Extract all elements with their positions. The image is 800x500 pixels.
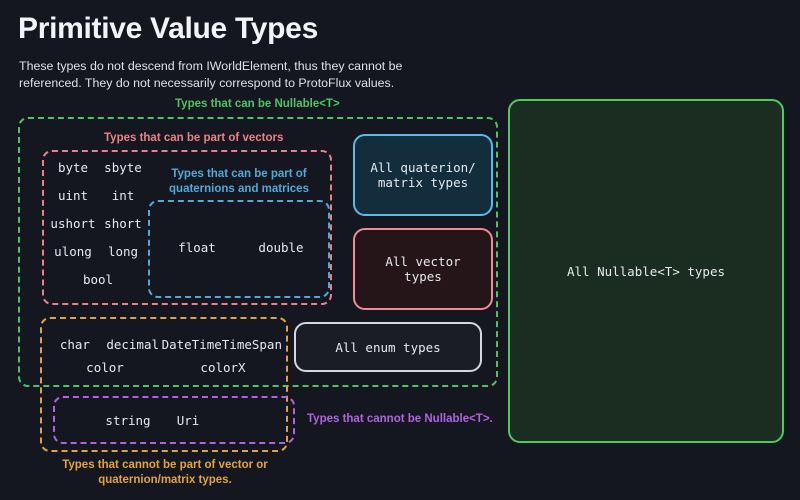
type-item: uint: [57, 188, 89, 203]
type-item: Uri: [176, 413, 200, 428]
card-label-line2: matrix types: [377, 175, 469, 190]
type-list-vector: byte sbyte uint int ushort short ulong l…: [48, 160, 148, 287]
type-item: long: [107, 244, 139, 259]
group-label-quaternion: Types that can be part of quaternions an…: [169, 168, 309, 195]
card-all-quaternion-matrix-types: All quaterion/ matrix types: [353, 134, 493, 216]
group-box-not-nullable: [53, 396, 295, 444]
card-label: All enum types: [335, 339, 441, 355]
group-label-vector: Types that can be part of vectors: [104, 132, 284, 144]
group-label-not-vector: Types that cannot be part of vector or q…: [62, 459, 268, 486]
type-item: sbyte: [104, 160, 142, 175]
card-label: All Nullable<T> types: [566, 263, 726, 279]
type-list-quaternion: float double: [155, 240, 323, 255]
type-item: DateTime: [161, 337, 222, 352]
group-box-not-vector: [40, 317, 288, 452]
card-label-line2: types: [404, 269, 442, 284]
type-item: ulong: [54, 244, 92, 259]
type-item: double: [258, 240, 304, 255]
card-all-vector-types: All vector types: [353, 228, 493, 310]
type-item: ushort: [50, 216, 96, 231]
card-all-nullable-types: All Nullable<T> types: [508, 99, 784, 443]
type-item: TimeSpan: [221, 337, 282, 352]
type-item: byte: [57, 160, 89, 175]
type-list-not-vector-row2: color colorX: [46, 360, 282, 375]
card-all-enum-types: All enum types: [294, 322, 482, 372]
type-item: short: [104, 216, 142, 231]
type-item: colorX: [200, 360, 246, 375]
type-item: int: [111, 188, 135, 203]
card-label: All vector types: [385, 254, 460, 284]
group-label-nullable: Types that can be Nullable<T>: [175, 98, 340, 110]
type-list-not-vector-row1: char decimal DateTime TimeSpan: [46, 337, 282, 352]
group-box-nullable: [18, 117, 498, 387]
group-box-quaternion: [148, 200, 330, 298]
type-item: bool: [82, 272, 114, 287]
type-list-not-nullable: string Uri: [98, 413, 218, 428]
type-item: string: [105, 413, 151, 428]
type-item: decimal: [106, 337, 160, 352]
group-box-vector: [42, 150, 332, 305]
page-title: Primitive Value Types: [18, 12, 318, 45]
page-subtitle: These types do not descend from IWorldEl…: [19, 59, 403, 91]
type-item: color: [86, 360, 124, 375]
card-label-line1: All quaterion/: [370, 160, 476, 175]
card-label: All quaterion/ matrix types: [370, 160, 475, 190]
group-label-not-nullable: Types that cannot be Nullable<T>.: [307, 413, 493, 425]
type-item: char: [59, 337, 90, 352]
type-item: float: [178, 240, 216, 255]
card-label-line1: All vector: [385, 254, 461, 269]
